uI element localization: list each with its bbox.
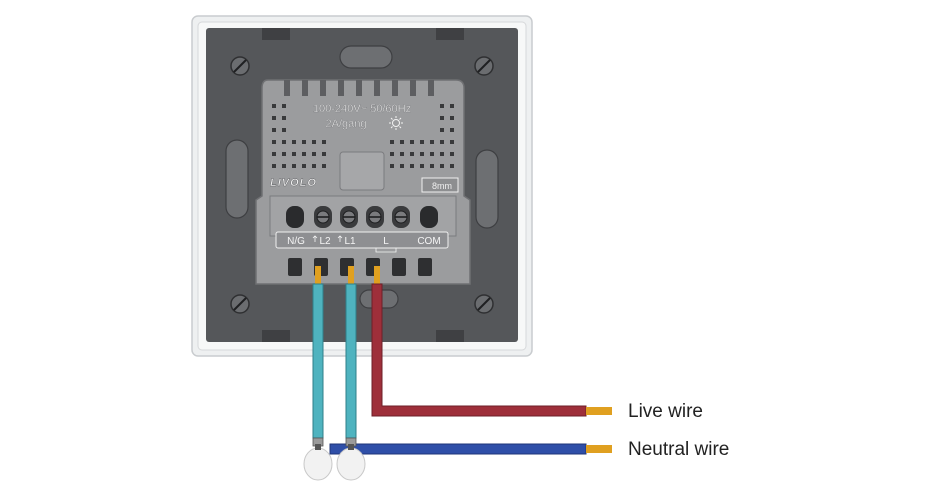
mounting-slot-right — [475, 149, 499, 229]
terminal-screw-icon — [366, 206, 384, 228]
mounting-slot-left — [225, 139, 249, 219]
terminal-screw-icon — [340, 206, 358, 228]
live-wire-copper-end — [586, 407, 612, 415]
light-symbol-icon — [389, 116, 403, 130]
brand-logo: LIVOLO — [270, 177, 317, 189]
screw-icon — [230, 294, 250, 314]
live-wire — [371, 283, 587, 417]
bulb-icon — [336, 437, 366, 481]
terminal-label-com: COM — [417, 236, 440, 247]
load-wire-l2 — [312, 283, 324, 439]
neutral-wire — [329, 443, 587, 455]
copper-tip — [348, 266, 354, 284]
copper-tip — [374, 266, 380, 284]
load-wire-l1 — [345, 283, 357, 439]
screw-icon — [474, 56, 494, 76]
live-wire-label: Live wire — [628, 401, 703, 422]
terminal-label-l: L — [383, 236, 389, 247]
terminal-label-ng: N/G — [287, 236, 305, 247]
terminal-hole — [286, 206, 304, 228]
terminal-label-l1: L1 — [344, 236, 356, 247]
svg-text:8mm: 8mm — [432, 181, 452, 191]
screw-icon — [230, 56, 250, 76]
neutral-wire-copper-end — [586, 445, 612, 453]
terminal-hole — [420, 206, 438, 228]
center-pad — [339, 151, 385, 191]
strip-gauge: 8mm — [421, 177, 459, 193]
rating-voltage-text: 100-240V~ 50/60Hz — [313, 103, 411, 115]
terminal-screw-icon — [392, 206, 410, 228]
terminal-screw-icon — [314, 206, 332, 228]
copper-tip — [315, 266, 321, 284]
terminal-label-l2: L2 — [319, 236, 331, 247]
neutral-wire-label: Neutral wire — [628, 439, 730, 460]
rating-current-text: 2A/gang — [326, 118, 367, 130]
bulb-icon — [303, 437, 333, 481]
mounting-slot-top — [339, 45, 393, 69]
screw-icon — [474, 294, 494, 314]
